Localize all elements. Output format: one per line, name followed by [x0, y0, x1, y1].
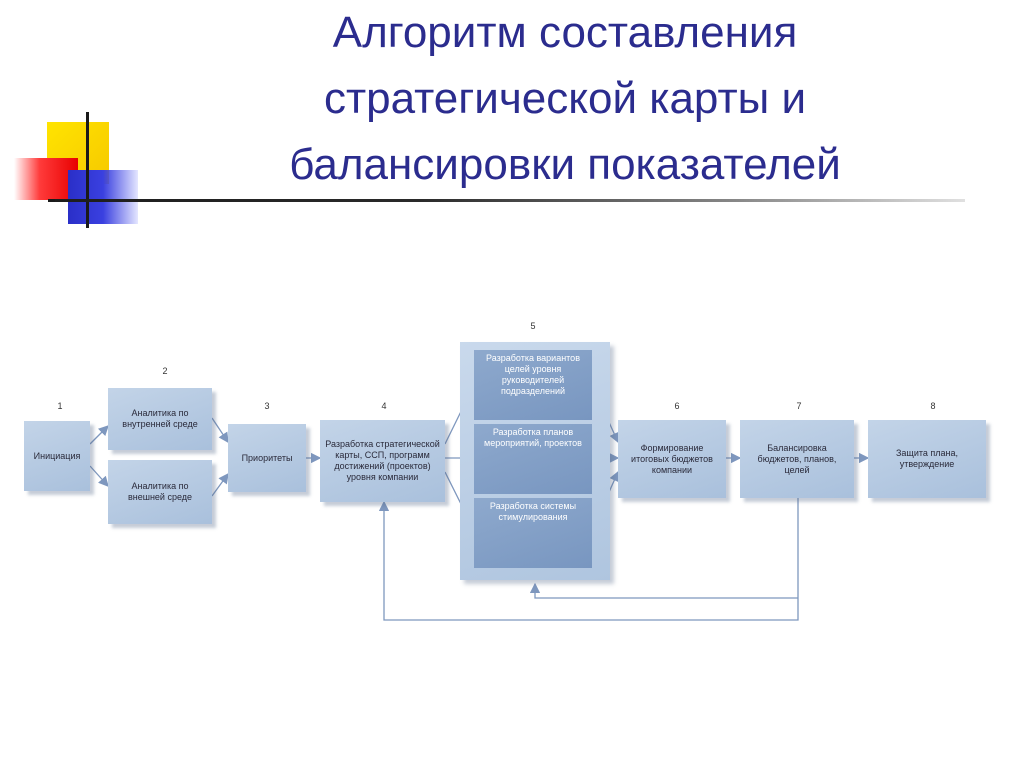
title-line-2: стратегической карты и — [323, 74, 807, 123]
step-2-internal-analytics: Аналитика по внутренней среде — [108, 388, 212, 450]
arrow-2b-to-3 — [211, 472, 229, 497]
arrow-1-to-2b — [89, 465, 109, 487]
feedback-loop-to-5 — [529, 582, 798, 599]
slide-title: Алгоритм составления стратегической карт… — [180, 0, 950, 198]
step-number-8: 8 — [930, 401, 936, 411]
step-number-6: 6 — [674, 401, 680, 411]
arrow-1-to-2a — [89, 425, 109, 445]
step-5-unit-goals: Разработка вариантов целей уровня руково… — [474, 350, 592, 420]
red-square — [14, 158, 78, 200]
step-6-budgets: Формирование итоговых бюджетов компании — [618, 420, 726, 498]
step-7-balancing: Балансировка бюджетов, планов, целей — [740, 420, 854, 498]
step-number-4: 4 — [381, 401, 387, 411]
title-line-1: Алгоритм составления — [332, 8, 798, 57]
feedback-loop-to-4 — [378, 498, 799, 621]
title-underline — [55, 199, 965, 202]
blue-square — [68, 170, 138, 224]
step-3-priorities: Приоритеты — [228, 424, 306, 492]
step-number-7: 7 — [796, 401, 802, 411]
step-5-action-plans: Разработка планов мероприятий, проектов — [474, 424, 592, 494]
logo-vertical-line — [86, 112, 89, 228]
step-number-1: 1 — [57, 401, 63, 411]
step-1-initiation: Инициация — [24, 421, 90, 491]
step-4-strategic-map: Разработка стратегической карты, ССП, пр… — [320, 420, 445, 502]
step-number-5: 5 — [530, 321, 536, 331]
step-number-3: 3 — [264, 401, 270, 411]
step-2-external-analytics: Аналитика по внешней среде — [108, 460, 212, 524]
arrow-2a-to-3 — [211, 417, 229, 444]
title-line-3: балансировки показателей — [289, 140, 841, 189]
decorative-logo — [0, 0, 200, 240]
step-8-plan-approval: Защита плана, утверждение — [868, 420, 986, 498]
step-number-2: 2 — [162, 366, 168, 376]
step-5-incentive-system: Разработка системы стимулирования — [474, 498, 592, 568]
